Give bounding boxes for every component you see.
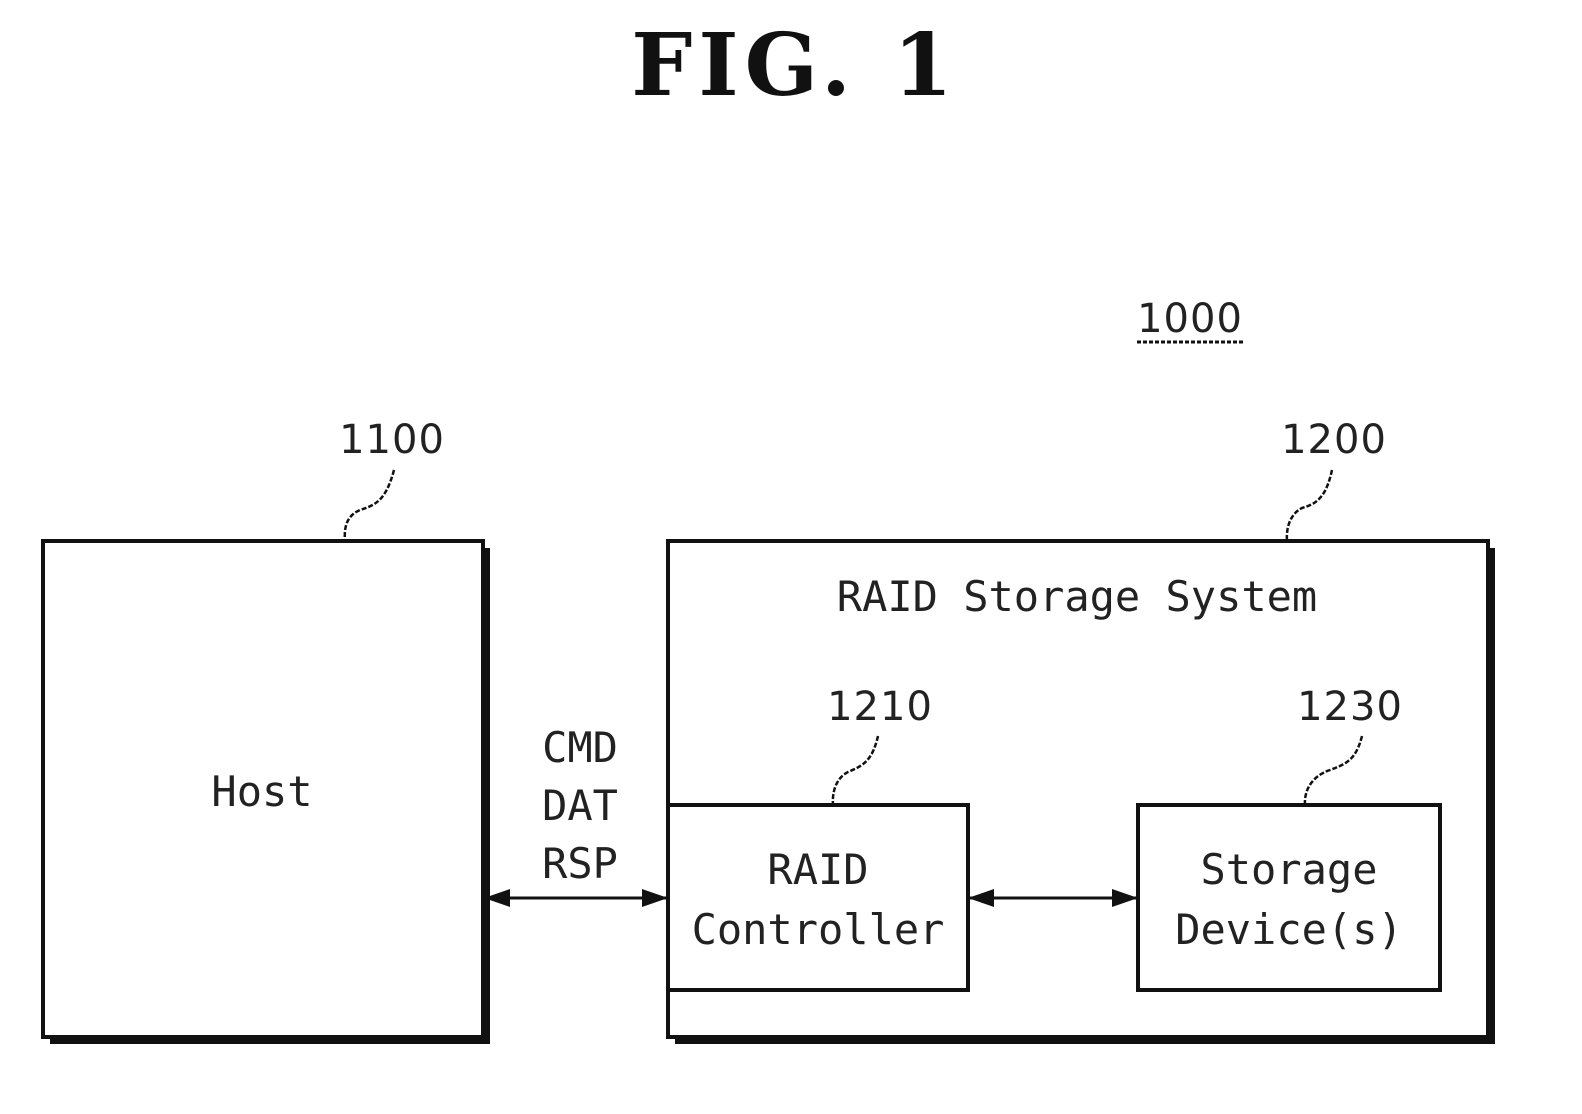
signal-label-rsp: RSP (542, 839, 618, 888)
storage-devices-label-line1: Storage (1200, 845, 1377, 894)
host-block: Host (43, 541, 490, 1044)
system-ref-group: 1000 (1137, 296, 1243, 342)
storage-devices-frame (1138, 805, 1440, 990)
host-label: Host (211, 767, 312, 816)
signal-label-cmd: CMD (542, 723, 618, 772)
storage-system-label: RAID Storage System (837, 572, 1317, 621)
storage-devices-ref-label: 1230 (1297, 684, 1403, 730)
figure-title: FIG. 1 (631, 15, 958, 116)
system-ref-label: 1000 (1137, 296, 1243, 342)
signal-label-dat: DAT (542, 781, 618, 830)
raid-controller-ref-label: 1210 (827, 684, 933, 730)
host-link-signals: CMD DAT RSP (542, 723, 618, 888)
host-ref-leader (345, 470, 394, 541)
storage-devices-label-line2: Device(s) (1175, 905, 1403, 954)
storage-system-ref-leader (1287, 470, 1332, 541)
host-ref-label: 1100 (339, 417, 445, 463)
raid-controller-label-line1: RAID (767, 845, 868, 894)
raid-controller-block: RAID Controller (668, 805, 968, 990)
raid-controller-label-line2: Controller (692, 905, 945, 954)
raid-controller-frame (668, 805, 968, 990)
storage-system-ref-label: 1200 (1281, 417, 1387, 463)
storage-devices-block: Storage Device(s) (1138, 805, 1440, 990)
